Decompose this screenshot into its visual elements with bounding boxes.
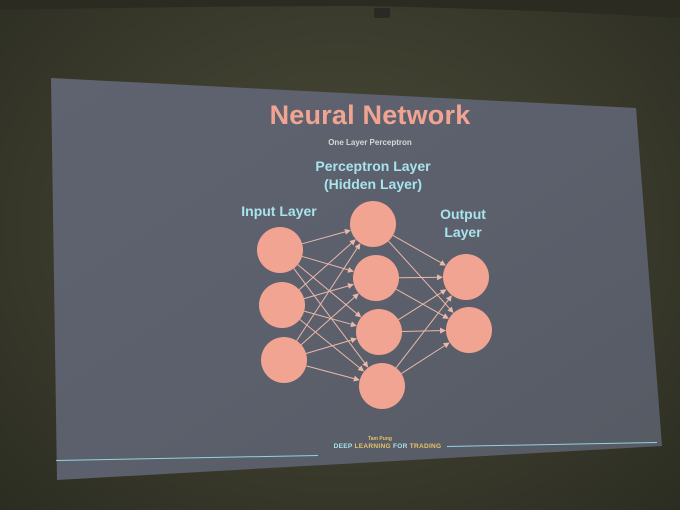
connection-hidden4-output2 (401, 342, 450, 374)
connection-input2-hidden4 (299, 319, 365, 372)
hidden-node-2 (353, 255, 399, 301)
connection-hidden3-output1 (398, 289, 447, 321)
connection-input3-hidden2 (300, 293, 359, 346)
input-layer-label: Input Layer (241, 203, 317, 219)
slide-title: Neural Network (269, 100, 471, 130)
footer-brand-deep: DEEP (333, 443, 355, 450)
input-node-2 (259, 282, 305, 328)
output-node-1 (443, 254, 489, 300)
hidden-node-4 (359, 363, 405, 409)
slide-subtitle: One Layer Perceptron (328, 138, 412, 147)
connection-hidden1-output2 (388, 240, 454, 313)
ceiling-edge (0, 0, 680, 18)
footer-brand-for: FOR (390, 443, 410, 450)
hidden-layer-label-line1: Perceptron Layer (315, 158, 431, 174)
output-layer-label: Output Layer (440, 206, 486, 240)
footer-brand-learning: LEARNING (354, 443, 391, 450)
hidden-layer-label-line2: (Hidden Layer) (323, 176, 422, 192)
hidden-node-1 (350, 201, 396, 247)
network-diagram (257, 201, 492, 409)
input-node-1 (257, 227, 303, 273)
connection-input1-hidden1 (302, 228, 351, 245)
connection-hidden4-output1 (395, 295, 452, 369)
screen-mount (374, 8, 390, 18)
connection-input2-hidden1 (298, 239, 356, 291)
connection-input1-hidden4 (293, 268, 369, 368)
connection-input3-hidden4 (306, 365, 360, 382)
output-node-2 (446, 307, 492, 353)
footer-brand: DEEP LEARNING FOR TRADING (300, 443, 475, 450)
hidden-node-3 (356, 309, 402, 355)
connection-hidden1-output1 (392, 234, 447, 266)
connection-hidden3-output2 (401, 327, 447, 334)
input-node-3 (261, 337, 307, 383)
connection-hidden2-output2 (395, 288, 449, 319)
footer-author: Tam Pung (368, 436, 392, 442)
footer-brand-trading: TRADING (409, 443, 442, 450)
hidden-layer-label: Perceptron Layer (Hidden Layer) (312, 157, 434, 193)
connection-input3-hidden1 (296, 243, 361, 342)
connection-input3-hidden3 (305, 337, 357, 354)
